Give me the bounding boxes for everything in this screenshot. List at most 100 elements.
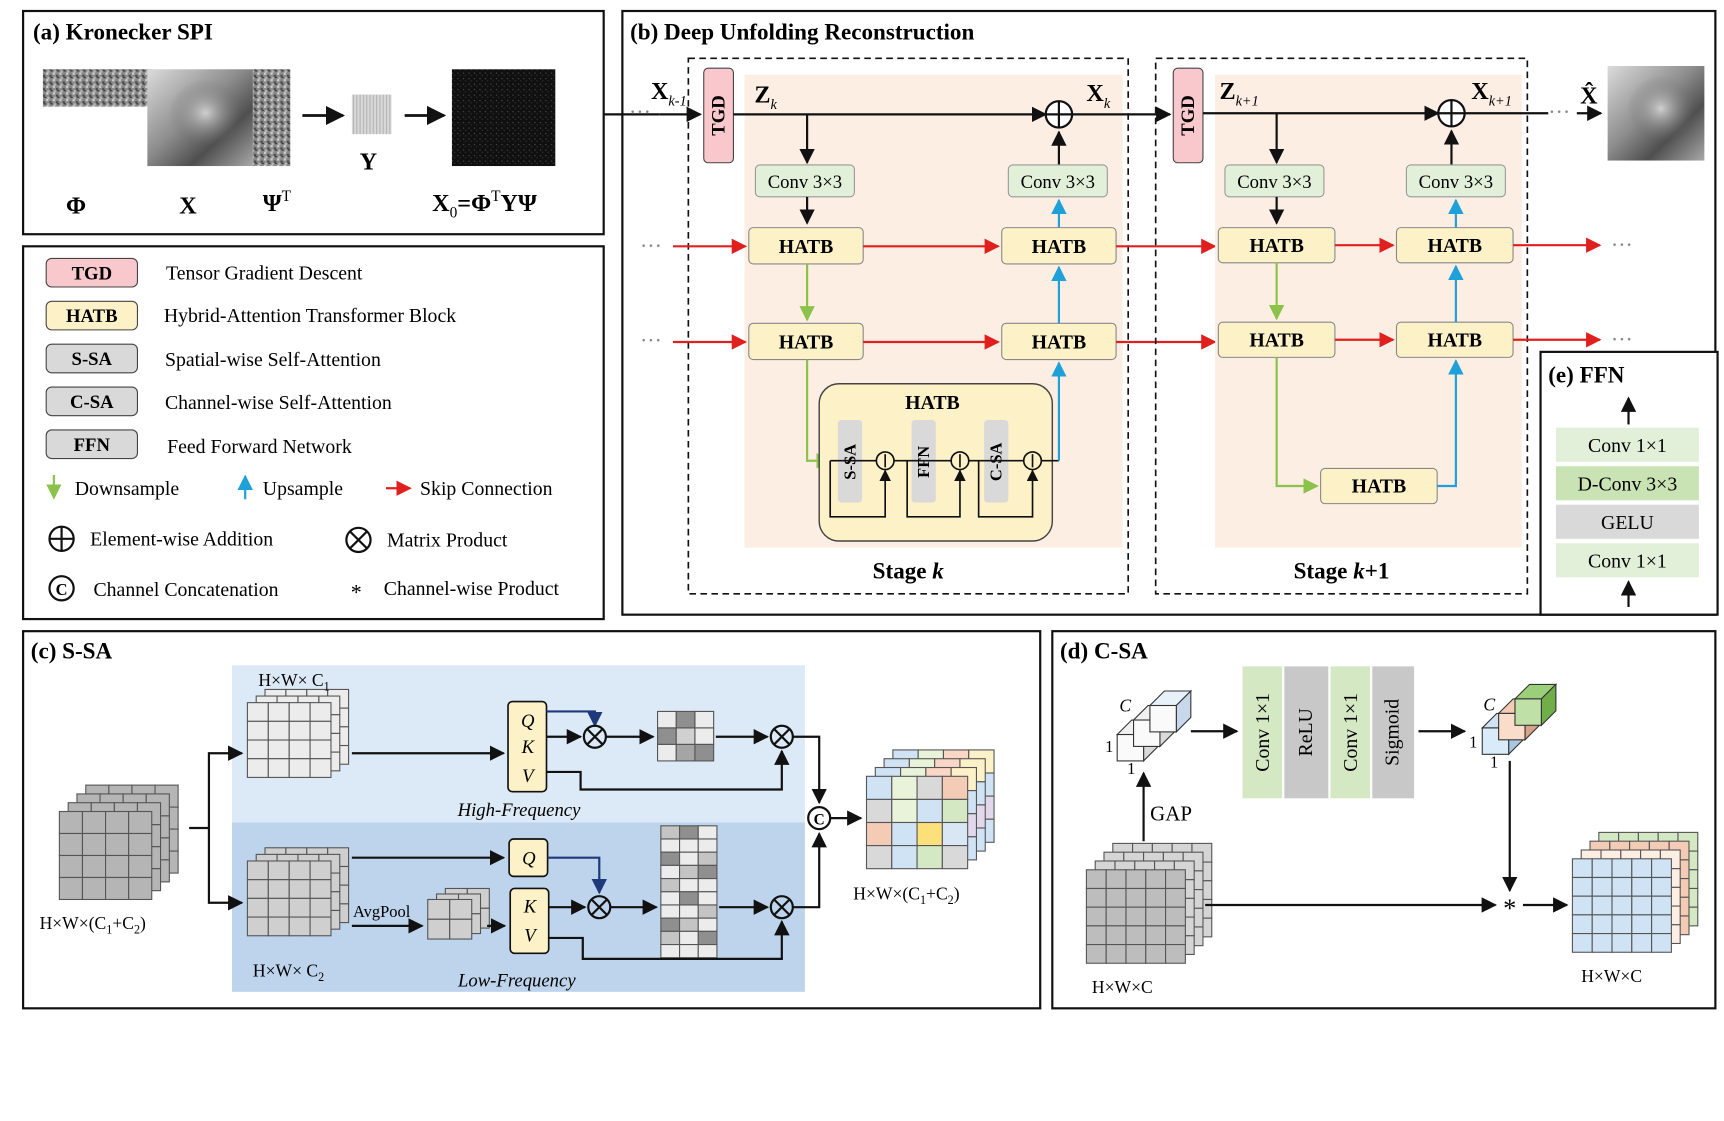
x0-formula: X0=ΦTYΨ xyxy=(432,188,537,221)
svg-text:Element-wise Addition: Element-wise Addition xyxy=(90,528,273,550)
grid-cell xyxy=(1165,869,1186,890)
grid-cell xyxy=(128,876,153,901)
concat-node-icon: C xyxy=(807,806,832,831)
grid-cell xyxy=(267,916,290,937)
panel-b-title: (b) Deep Unfolding Reconstruction xyxy=(630,19,974,45)
grid-cell xyxy=(679,851,699,866)
grid-cell xyxy=(941,775,969,800)
grid-cell xyxy=(1591,895,1613,916)
x-k-label: Xk xyxy=(1086,80,1110,112)
grid-cell xyxy=(128,810,153,835)
ssa-input-tensor xyxy=(58,784,179,901)
grid-cell xyxy=(1591,914,1613,935)
legend-hatb-desc: Hybrid-Attention Transformer Block xyxy=(164,305,456,327)
grid-cell xyxy=(1591,876,1613,897)
svg-text:HATB: HATB xyxy=(1032,236,1087,258)
channel-product-icon: * xyxy=(351,579,362,604)
grid-cell xyxy=(697,904,718,919)
grid-cell xyxy=(660,864,681,880)
grid-cell xyxy=(309,720,332,741)
grid-cell xyxy=(891,798,918,824)
pooled-tensor xyxy=(427,887,490,940)
psi-label: ΨT xyxy=(263,188,292,217)
grid-cell xyxy=(449,898,473,920)
grid-cell xyxy=(58,832,84,857)
y-label: Y xyxy=(360,148,377,175)
svg-text:K: K xyxy=(521,737,536,758)
x0-image xyxy=(451,69,556,167)
grid-cell xyxy=(679,917,699,932)
grid-cell xyxy=(660,904,681,919)
grid-cell xyxy=(697,851,718,866)
grid-cell xyxy=(941,821,969,847)
grid-cell xyxy=(128,854,153,879)
grid-cell xyxy=(309,739,332,760)
low-frequency-label: Low-Frequency xyxy=(457,970,576,991)
phi-label: Φ xyxy=(66,192,86,219)
grid-cell xyxy=(865,821,893,847)
grid-cell xyxy=(288,879,311,899)
grid-cell xyxy=(1149,704,1177,733)
legend-tgd-desc: Tensor Gradient Descent xyxy=(166,262,363,284)
x-k-1-label: Xk-1 xyxy=(651,78,687,110)
svg-text:S-SA: S-SA xyxy=(840,444,859,480)
grid-cell xyxy=(657,710,677,729)
grid-cell xyxy=(267,879,290,899)
high-frequency-label: High-Frequency xyxy=(457,800,582,821)
grid-cell xyxy=(694,710,715,729)
grid-cell xyxy=(660,944,681,959)
svg-text:Sigmoid: Sigmoid xyxy=(1382,699,1404,766)
grid-cell xyxy=(246,860,269,881)
grid-cell xyxy=(246,758,269,778)
grid-cell xyxy=(288,702,311,722)
matrix-product-icon xyxy=(345,526,372,554)
svg-text:1: 1 xyxy=(1469,733,1477,752)
ssa-output-tensor xyxy=(865,749,995,870)
grid-cell xyxy=(891,845,918,870)
svg-text:Skip Connection: Skip Connection xyxy=(420,478,553,500)
stage-k-box xyxy=(687,57,1130,595)
csa-conv-2 xyxy=(1330,666,1371,799)
grid-cell xyxy=(1591,933,1613,953)
svg-text:···: ··· xyxy=(640,327,662,352)
svg-text:Channel Concatenation: Channel Concatenation xyxy=(93,579,278,601)
panel-b: (b) Deep Unfolding Reconstruction TGD Xk… xyxy=(603,9,1717,616)
svg-text:K: K xyxy=(523,897,538,918)
grid-cell xyxy=(697,891,718,906)
grid-cell xyxy=(1145,887,1167,908)
svg-text:C: C xyxy=(1483,694,1495,714)
grid-cell xyxy=(1611,895,1633,916)
svg-text:S-SA: S-SA xyxy=(72,349,113,370)
grid-cell xyxy=(1651,895,1672,916)
svg-text:HATB: HATB xyxy=(779,332,834,354)
grid-cell xyxy=(1651,933,1672,953)
grid-cell xyxy=(1611,914,1633,935)
grid-cell xyxy=(679,838,699,853)
legend: TGD Tensor Gradient Descent HATB Hybrid-… xyxy=(21,245,605,621)
conv-in-k xyxy=(754,164,855,198)
panel-a-title: (a) Kronecker SPI xyxy=(33,19,213,45)
high-attention-map xyxy=(657,710,715,762)
grid-cell xyxy=(1125,906,1147,927)
grid-cell xyxy=(679,904,699,919)
svg-text:Upsample: Upsample xyxy=(263,478,343,500)
grid-cell xyxy=(1481,727,1510,755)
grid-cell xyxy=(246,916,269,937)
grid-cell xyxy=(916,798,943,824)
grid-cell xyxy=(81,810,107,835)
svg-text:Matrix Product: Matrix Product xyxy=(387,530,508,552)
svg-text:C: C xyxy=(56,580,68,599)
grid-cell xyxy=(309,758,332,778)
grid-cell xyxy=(1571,876,1593,897)
legend-ffn-swatch xyxy=(45,429,138,460)
svg-text:C: C xyxy=(814,812,825,829)
grid-cell xyxy=(288,758,311,778)
svg-text:Conv 3×3: Conv 3×3 xyxy=(768,172,842,193)
grid-cell xyxy=(309,860,332,881)
grid-cell xyxy=(1631,914,1653,935)
panel-a: (a) Kronecker SPI Φ X ΨT Y X0=ΦTYΨ xyxy=(21,9,605,236)
svg-text:GELU: GELU xyxy=(1601,512,1654,534)
grid-cell xyxy=(660,878,681,893)
grid-cell xyxy=(288,916,311,937)
grid-cell xyxy=(288,739,311,760)
